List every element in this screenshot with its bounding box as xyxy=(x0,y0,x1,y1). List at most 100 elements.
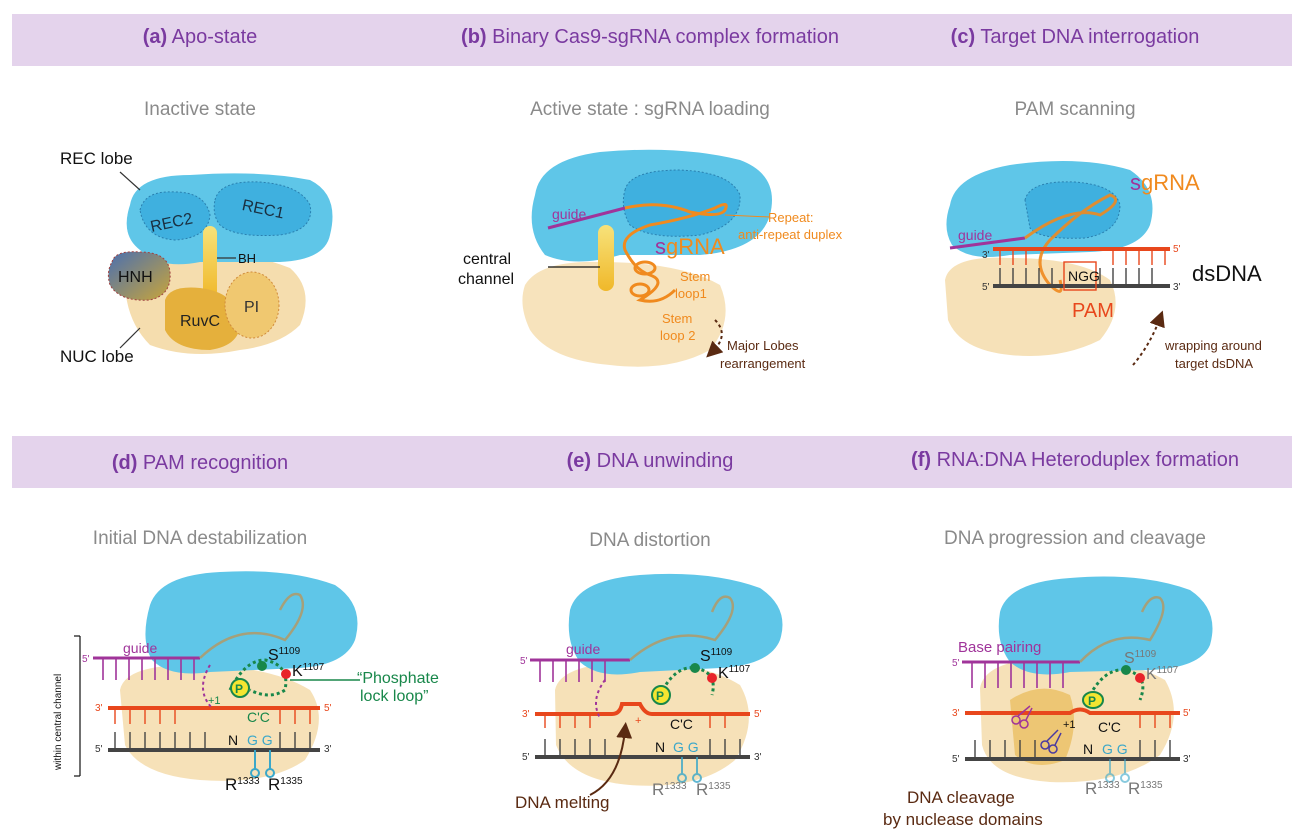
five-prime-bottom-label: 5' xyxy=(952,754,960,765)
repeat-pointer xyxy=(724,214,771,218)
bh-helix xyxy=(203,226,217,298)
s1109-residue xyxy=(690,663,700,673)
s1109-label: S1109 xyxy=(700,647,733,665)
bh-label: BH xyxy=(238,251,256,266)
target-rungs xyxy=(544,714,726,728)
rec1-domain xyxy=(213,181,312,236)
panel-a-diagram: REC lobe REC2 REC1 BH HNH RuvC PI NUC lo… xyxy=(60,149,333,366)
cc-label: C'C xyxy=(1098,719,1121,735)
phosphate-marker xyxy=(1082,691,1104,709)
wrap-label: wrapping around xyxy=(1164,338,1262,353)
panel-e-title: (e) DNA unwinding xyxy=(566,450,734,472)
nuc-lobe-pointer xyxy=(119,327,141,349)
rec-lobe-shape xyxy=(568,573,783,675)
panel-b-subtitle: Active state : sgRNA loading xyxy=(530,99,770,120)
target-rungs xyxy=(114,708,311,724)
phosphate-marker xyxy=(230,678,250,698)
phosphate-lock-loop xyxy=(228,658,288,697)
top-banner xyxy=(12,14,1292,66)
phosphate-marker xyxy=(651,685,671,705)
guide-unwinding-arrow xyxy=(595,679,606,719)
five-prime-bottom-label: 5' xyxy=(982,282,990,293)
panel-c-diagram: sgRNA guide 3' 5' 5' 3' NGG dsDNA PAM wr… xyxy=(945,161,1262,371)
n-label: N xyxy=(655,739,665,755)
ngg-label: NGG xyxy=(1068,268,1100,284)
panel-a-title: (a) Apo-state xyxy=(142,26,258,48)
k1107-label: K1107 xyxy=(1146,665,1179,683)
hnh-domain xyxy=(107,251,171,301)
sgrna-strand xyxy=(622,203,728,303)
k1107-residue xyxy=(281,669,291,679)
three-prime-bottom-label: 3' xyxy=(754,752,762,763)
five-prime-label: 5' xyxy=(82,654,90,665)
wrap-arrow xyxy=(1132,310,1165,366)
k1107-residue xyxy=(1135,673,1145,683)
three-prime-label: 3' xyxy=(982,250,990,261)
target-strand xyxy=(965,707,1180,715)
nuc-lobe-shape xyxy=(522,261,726,367)
sgrna-label: sgRNA xyxy=(655,234,725,259)
panel-c-subtitle: PAM scanning xyxy=(1014,99,1136,120)
three-prime-label: 3' xyxy=(522,709,530,720)
n-label: N xyxy=(228,732,238,748)
repeat-label-2: anti-repeat duplex xyxy=(738,227,843,242)
gg-label: G G xyxy=(673,739,699,755)
guide-label: guide xyxy=(123,640,157,656)
guide-label: guide xyxy=(566,641,600,657)
guide-rungs xyxy=(971,662,1064,688)
stem-loop-2 xyxy=(629,282,651,298)
pam-label: PAM xyxy=(1072,300,1114,322)
melting-arrow xyxy=(589,722,633,796)
cc-label: C'C xyxy=(247,709,270,725)
major-lobes-label: Major Lobes xyxy=(727,338,799,353)
phosphate-lock-label-2: lock loop” xyxy=(360,688,428,705)
sgrna-label: sgRNA xyxy=(1130,170,1200,195)
pi-domain xyxy=(224,271,280,339)
r1335-label: R1335 xyxy=(268,775,303,794)
bottom-banner xyxy=(12,436,1292,488)
rec1-domain xyxy=(622,169,741,237)
five-prime-right-label: 5' xyxy=(754,709,762,720)
stem-loop-2-label-2: loop 2 xyxy=(660,328,695,343)
dna-cleavage-label-2: by nuclease domains xyxy=(883,810,1043,829)
wrap-label-2: target dsDNA xyxy=(1175,356,1253,371)
panel-a-subtitle: Inactive state xyxy=(144,99,256,120)
central-channel-label: central xyxy=(463,251,511,268)
rec2-domain xyxy=(139,191,211,241)
central-channel-label-2: channel xyxy=(458,271,514,288)
panel-d-subtitle: Initial DNA destabilization xyxy=(92,528,308,549)
rec-lobe-pointer xyxy=(119,171,141,191)
panel-e-diagram: 5' guide S1109 K1107 3' 5' P + C'C 5' 3'… xyxy=(515,573,783,812)
guide-rna xyxy=(547,206,626,230)
plus-one-label: +1 xyxy=(1063,719,1076,731)
r1335-label: R1335 xyxy=(696,780,731,799)
arginine-residues xyxy=(677,757,702,783)
three-prime-label: 3' xyxy=(952,708,960,719)
s1109-label: S1109 xyxy=(1124,649,1157,667)
panel-b-title: (b) Binary Cas9-sgRNA complex formation xyxy=(461,26,839,48)
five-prime-label: 5' xyxy=(952,658,960,669)
dsdna-label: dsDNA xyxy=(1192,261,1262,286)
panel-d-title: (d) PAM recognition xyxy=(111,452,289,474)
r1333-label: R1333 xyxy=(652,780,687,799)
phosphate-lock-loop xyxy=(658,666,715,696)
three-prime-bottom-label: 3' xyxy=(324,744,332,755)
panel-f-diagram: Base pairing 5' S1109 K1107 3' 5' P +1 C… xyxy=(883,576,1213,829)
five-prime-right-label: 5' xyxy=(324,703,332,714)
sgrna-strand xyxy=(199,592,305,659)
sgrna-strand xyxy=(629,595,735,661)
dna-melting-label: DNA melting xyxy=(515,793,609,812)
gg-label: G G xyxy=(1102,741,1128,757)
plus-label: + xyxy=(635,715,641,727)
three-prime-label: 3' xyxy=(95,703,103,714)
r1333-label: R1333 xyxy=(225,775,260,794)
repeat-label: Repeat: xyxy=(768,210,814,225)
stem-loop-1-label-2: loop1 xyxy=(675,286,707,301)
five-prime-label: 5' xyxy=(520,656,528,667)
s1109-residue xyxy=(1121,665,1131,675)
phosphate-lock-label: “Phosphate xyxy=(357,670,439,687)
ruvc-domain xyxy=(165,287,241,350)
major-lobes-label-2: rearrangement xyxy=(720,356,806,371)
channel-side-label: within central channel xyxy=(53,674,64,771)
